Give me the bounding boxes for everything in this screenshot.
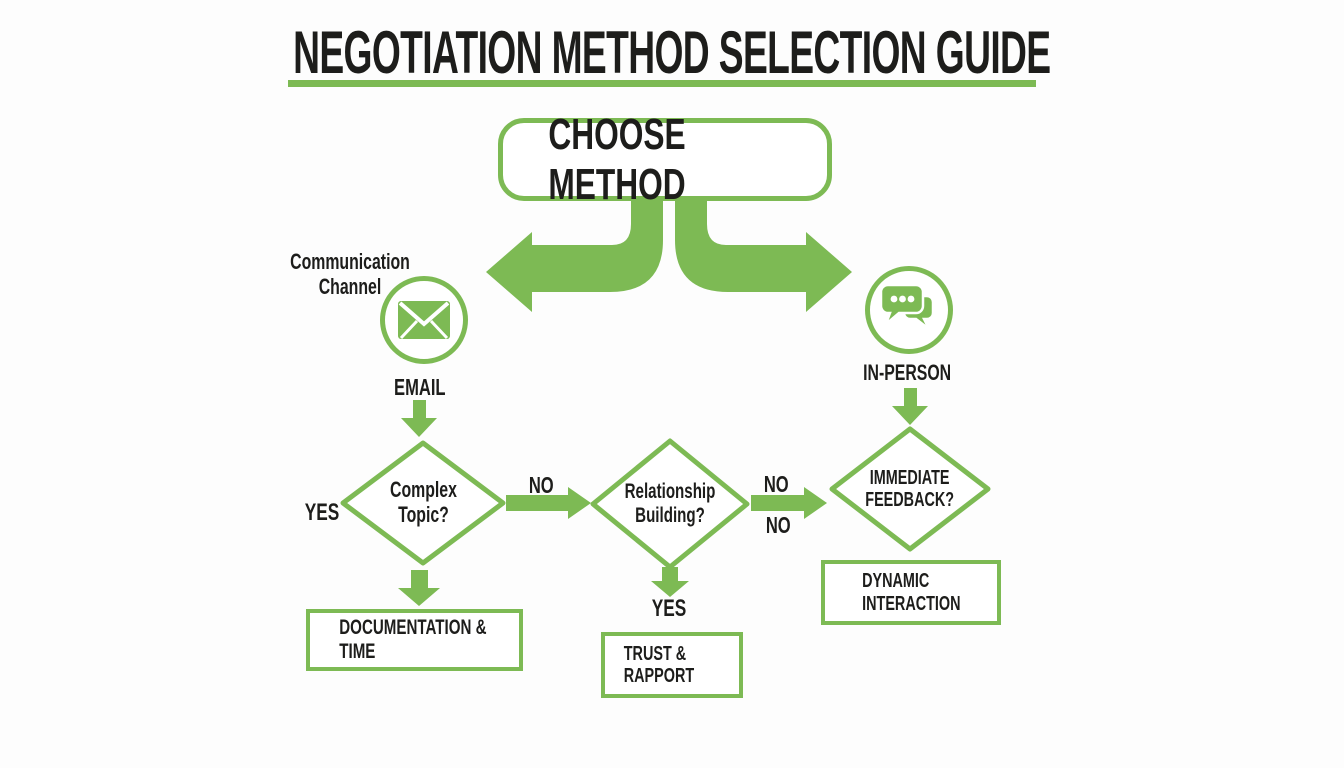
email-label: EMAIL xyxy=(394,374,446,400)
chat-bubbles-icon xyxy=(879,283,935,330)
arrow-complex-to-relationship xyxy=(506,487,591,519)
no-label-complex: NO xyxy=(528,472,554,498)
decision-relationship-building xyxy=(590,438,750,570)
communication-channel-label: Communication Channel xyxy=(290,249,410,299)
outcome-documentation-time: DOCUMENTATION & TIME xyxy=(306,609,523,671)
yes-label-relationship: YES xyxy=(651,595,687,622)
branch-arrow-right xyxy=(675,201,852,312)
decision-immediate-feedback xyxy=(829,426,991,552)
arrow-email-to-decision xyxy=(401,400,437,437)
title-underline xyxy=(288,80,1036,87)
page-title: NEGOTIATION METHOD SELECTION GUIDE xyxy=(293,19,1051,86)
no-label-relationship-top: NO xyxy=(763,471,789,497)
arrow-inperson-to-decision xyxy=(892,388,928,425)
branch-arrow-left xyxy=(486,201,663,312)
outcome-dynamic-interaction: DYNAMIC INTERACTION xyxy=(821,560,1001,625)
decision-complex-topic xyxy=(340,440,506,566)
arrow-relationship-to-feedback xyxy=(751,487,827,519)
email-circle xyxy=(380,276,468,364)
no-label-relationship-bottom: NO xyxy=(765,512,791,538)
arrow-complex-to-documentation xyxy=(398,570,440,606)
envelope-icon xyxy=(398,301,450,340)
arrow-relationship-to-trust xyxy=(651,567,689,597)
inperson-circle xyxy=(865,266,953,354)
outcome-trust-rapport: TRUST & RAPPORT xyxy=(601,632,743,698)
choose-method-box: CHOOSE METHOD xyxy=(498,110,832,209)
yes-label-complex: YES xyxy=(304,499,340,526)
inperson-label: IN-PERSON xyxy=(862,360,952,385)
